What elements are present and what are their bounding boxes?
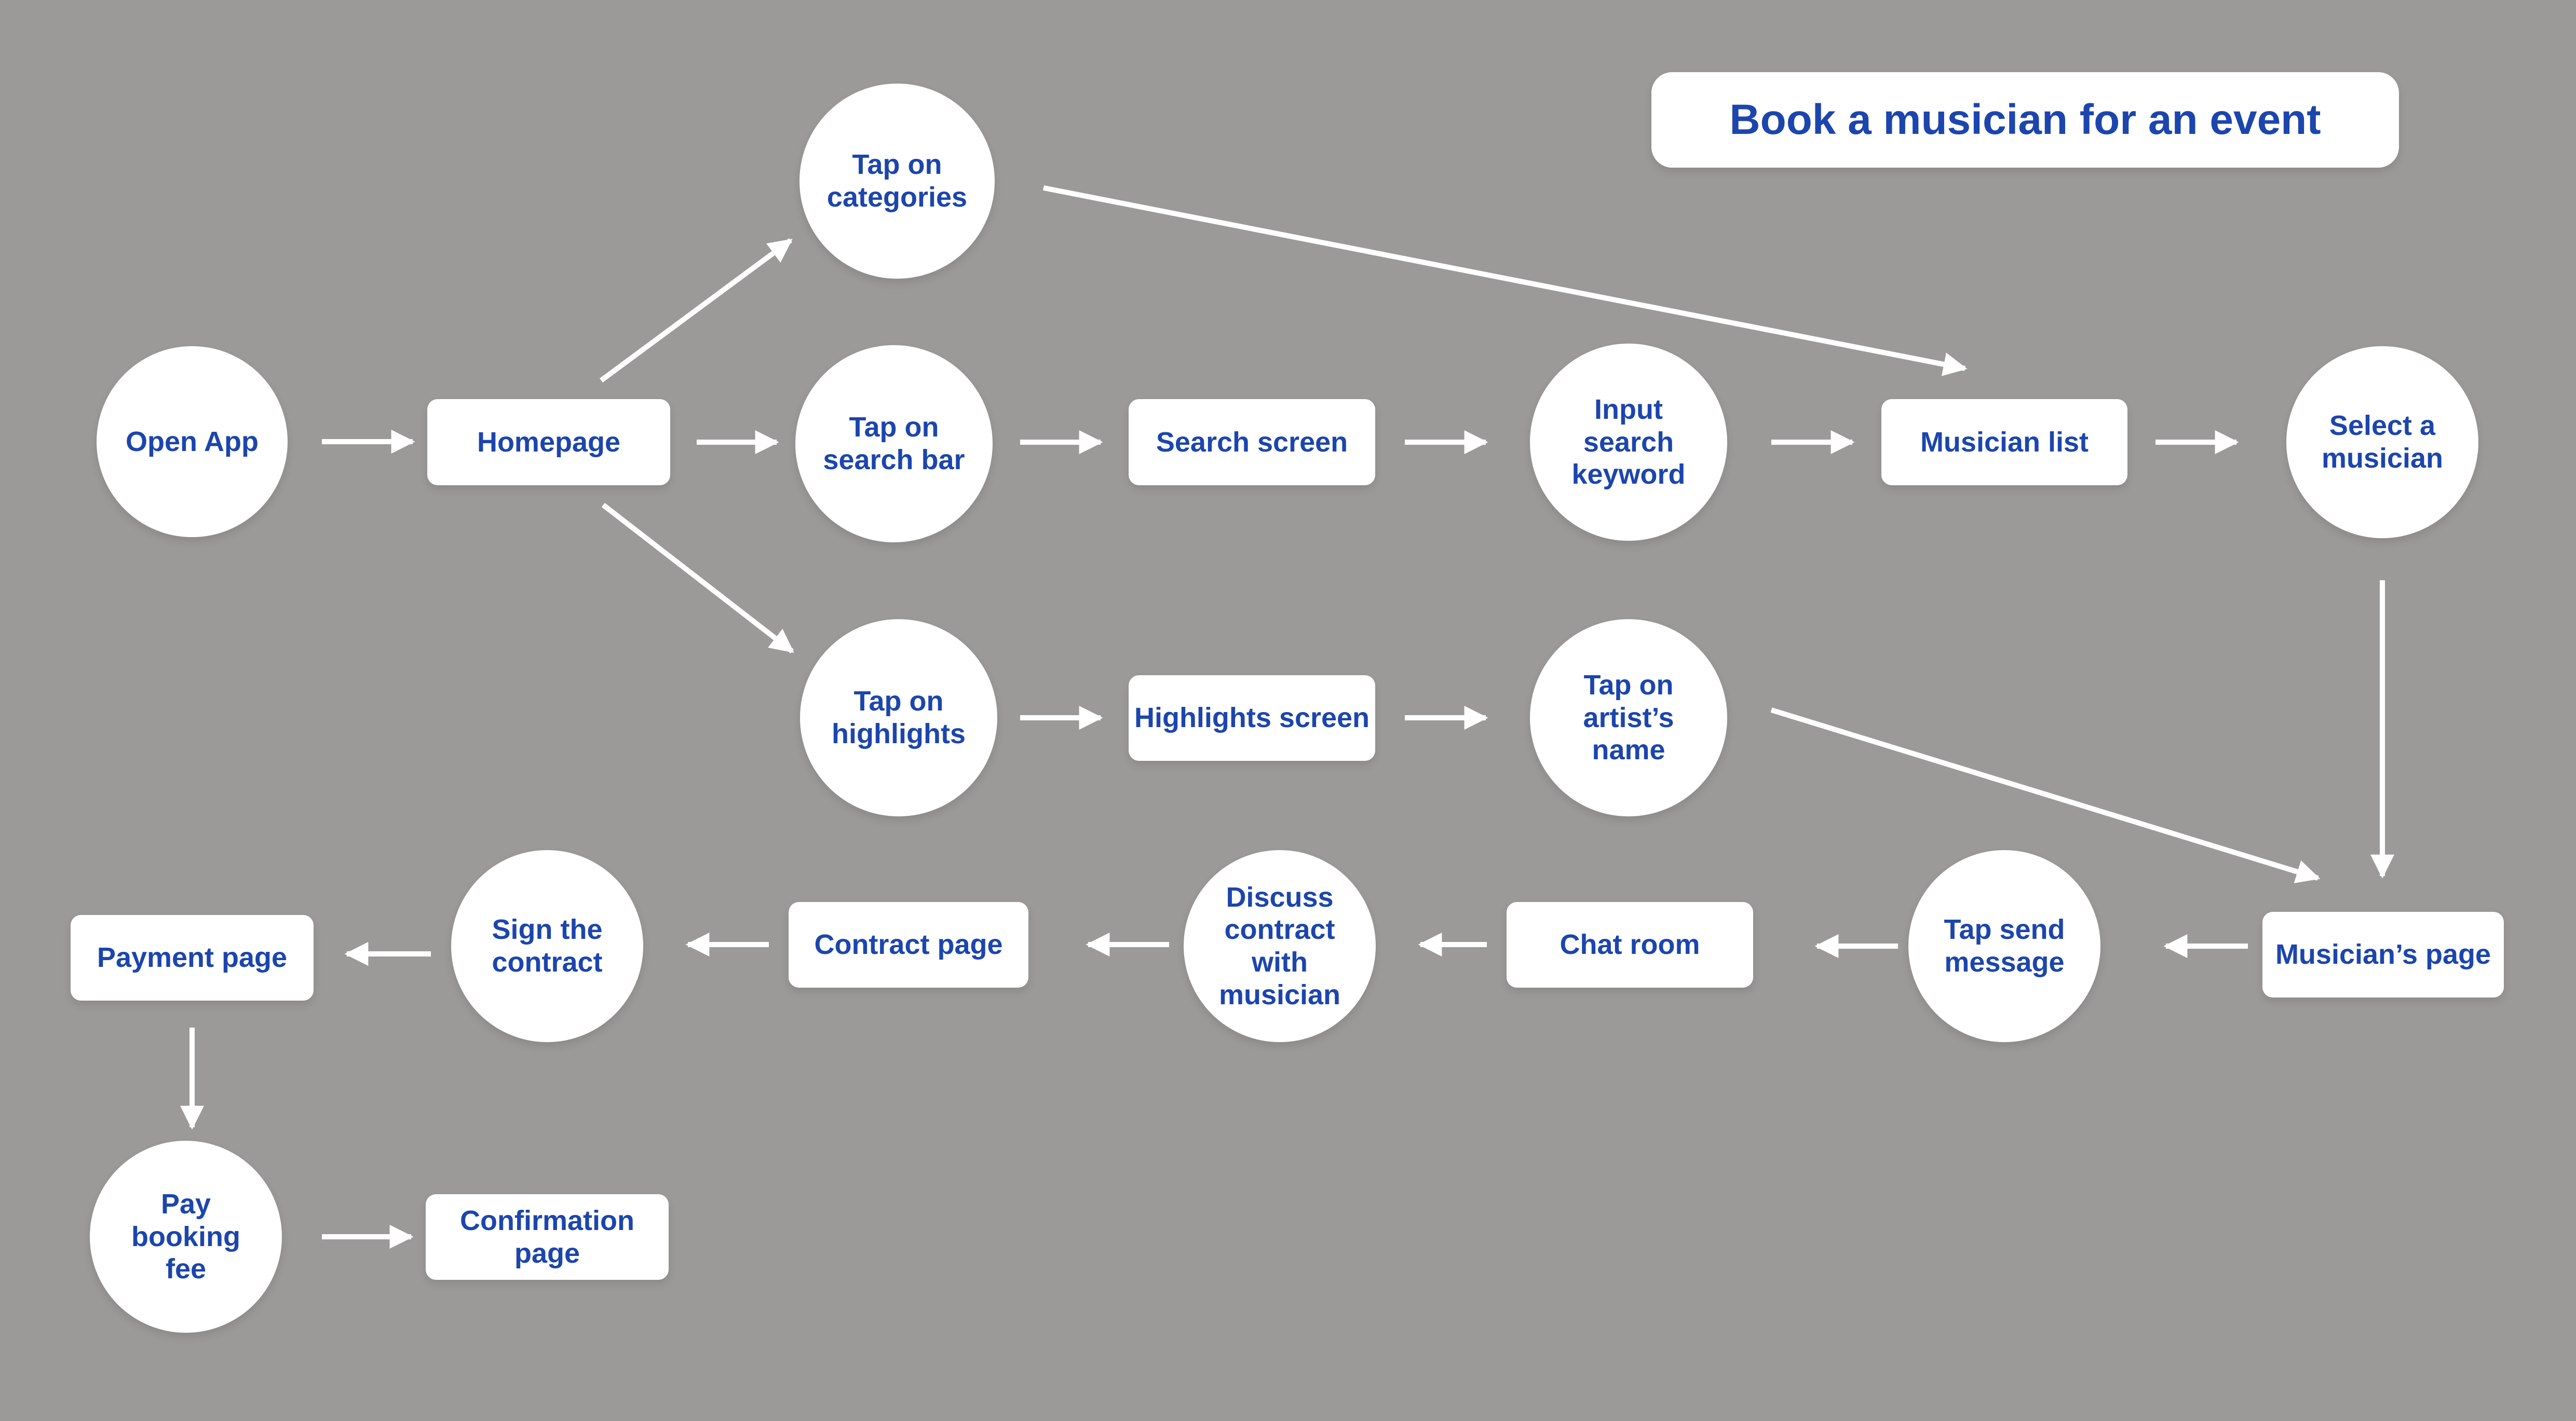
- node-label: Search screen: [1156, 426, 1348, 458]
- node-label: Highlights screen: [1134, 702, 1370, 734]
- node-label: Open App: [126, 426, 259, 457]
- node-musician-list: Musician list: [1881, 399, 2127, 485]
- node-pay-booking-fee: Pay booking fee: [90, 1141, 282, 1333]
- node-payment-page: Payment page: [71, 915, 314, 1001]
- node-label: Select a musician: [2321, 410, 2444, 474]
- node-label: Musician list: [1920, 426, 2089, 458]
- node-tap-on-artists-name: Tap on artist’s name: [1530, 619, 1727, 816]
- node-label: Sign the contract: [492, 914, 603, 978]
- node-label: Tap send message: [1944, 914, 2065, 978]
- node-label: Input search keyword: [1571, 394, 1686, 490]
- node-label: Discuss contract with musician: [1218, 881, 1341, 1010]
- edge-tap-on-categories-to-musician-list: [1043, 185, 1968, 376]
- node-label: Tap on highlights: [832, 686, 966, 749]
- node-label: Contract page: [814, 929, 1003, 961]
- node-input-search-keyword: Input search keyword: [1530, 344, 1727, 541]
- edge-homepage-to-tap-on-categories: [600, 238, 793, 383]
- node-label: Homepage: [477, 426, 621, 458]
- node-tap-on-search-bar: Tap on search bar: [795, 345, 993, 542]
- node-highlights-screen: Highlights screen: [1129, 675, 1375, 761]
- node-label: Confirmation page: [460, 1205, 634, 1269]
- edge-tap-on-artists-name-to-musicians-page: [1770, 707, 2321, 883]
- diagram-title: Book a musician for an event: [1729, 96, 2321, 143]
- node-tap-on-categories: Tap on categories: [799, 84, 995, 279]
- node-contract-page: Contract page: [789, 902, 1028, 988]
- node-discuss-contract-with-musician: Discuss contract with musician: [1184, 850, 1376, 1042]
- diagram-title-box: Book a musician for an event: [1651, 72, 2399, 168]
- edge-homepage-to-tap-on-highlights: [601, 503, 794, 653]
- node-label: Musician’s page: [2275, 939, 2491, 971]
- node-label: Tap on search bar: [823, 412, 965, 475]
- node-tap-on-highlights: Tap on highlights: [800, 619, 997, 816]
- node-sign-the-contract: Sign the contract: [451, 850, 643, 1042]
- node-label: Payment page: [97, 942, 288, 974]
- node-label: Tap on artist’s name: [1583, 669, 1674, 766]
- node-confirmation-page: Confirmation page: [426, 1194, 669, 1280]
- node-label: Chat room: [1560, 929, 1700, 961]
- node-musicians-page: Musician’s page: [2262, 912, 2504, 998]
- node-select-a-musician: Select a musician: [2286, 346, 2478, 538]
- node-label: Pay booking fee: [131, 1188, 240, 1285]
- node-open-app: Open App: [97, 346, 288, 537]
- node-label: Tap on categories: [826, 149, 968, 213]
- node-homepage: Homepage: [427, 399, 670, 485]
- node-search-screen: Search screen: [1129, 399, 1375, 485]
- node-tap-send-message: Tap send message: [1908, 850, 2100, 1042]
- node-chat-room: Chat room: [1507, 902, 1753, 988]
